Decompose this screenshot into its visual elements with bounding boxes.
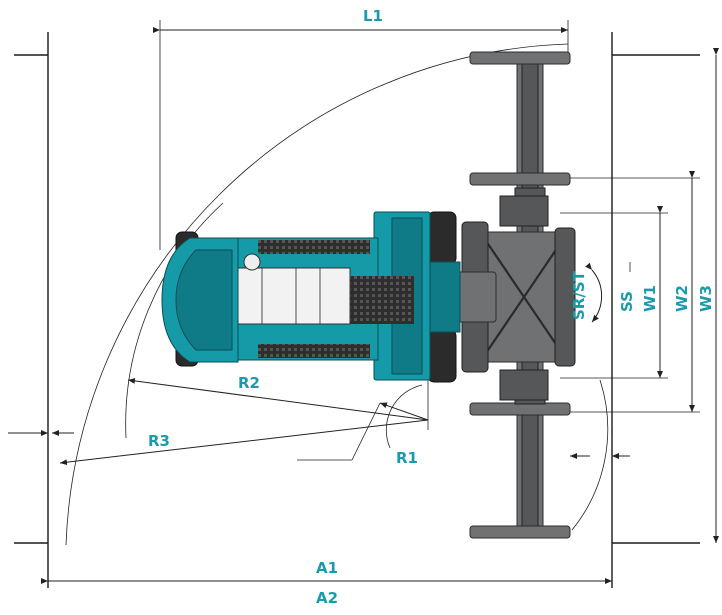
turning-arcs bbox=[65, 43, 609, 546]
label-w3: W3 bbox=[697, 285, 715, 312]
wall-lines bbox=[14, 20, 700, 588]
label-a1: A1 bbox=[316, 559, 338, 577]
rotation-arrow-icon bbox=[585, 262, 603, 323]
dimension-lines bbox=[8, 27, 719, 584]
label-r1: R1 bbox=[396, 449, 418, 467]
label-r2: R2 bbox=[238, 374, 260, 392]
label-w2: W2 bbox=[673, 285, 691, 312]
machine-body bbox=[161, 211, 461, 383]
label-a2: A2 bbox=[316, 589, 338, 607]
label-l1: L1 bbox=[363, 7, 383, 25]
label-w1: W1 bbox=[641, 285, 659, 312]
label-r3: R3 bbox=[148, 432, 170, 450]
label-sr-st: SR/ST bbox=[570, 270, 588, 320]
dimension-labels: L1 A1 A2 R1 R2 R3 SR/ST SS W1 W2 W3 bbox=[148, 7, 715, 607]
label-ss: SS bbox=[618, 291, 636, 312]
rear-frame bbox=[439, 51, 576, 539]
beacon-icon bbox=[243, 253, 261, 271]
